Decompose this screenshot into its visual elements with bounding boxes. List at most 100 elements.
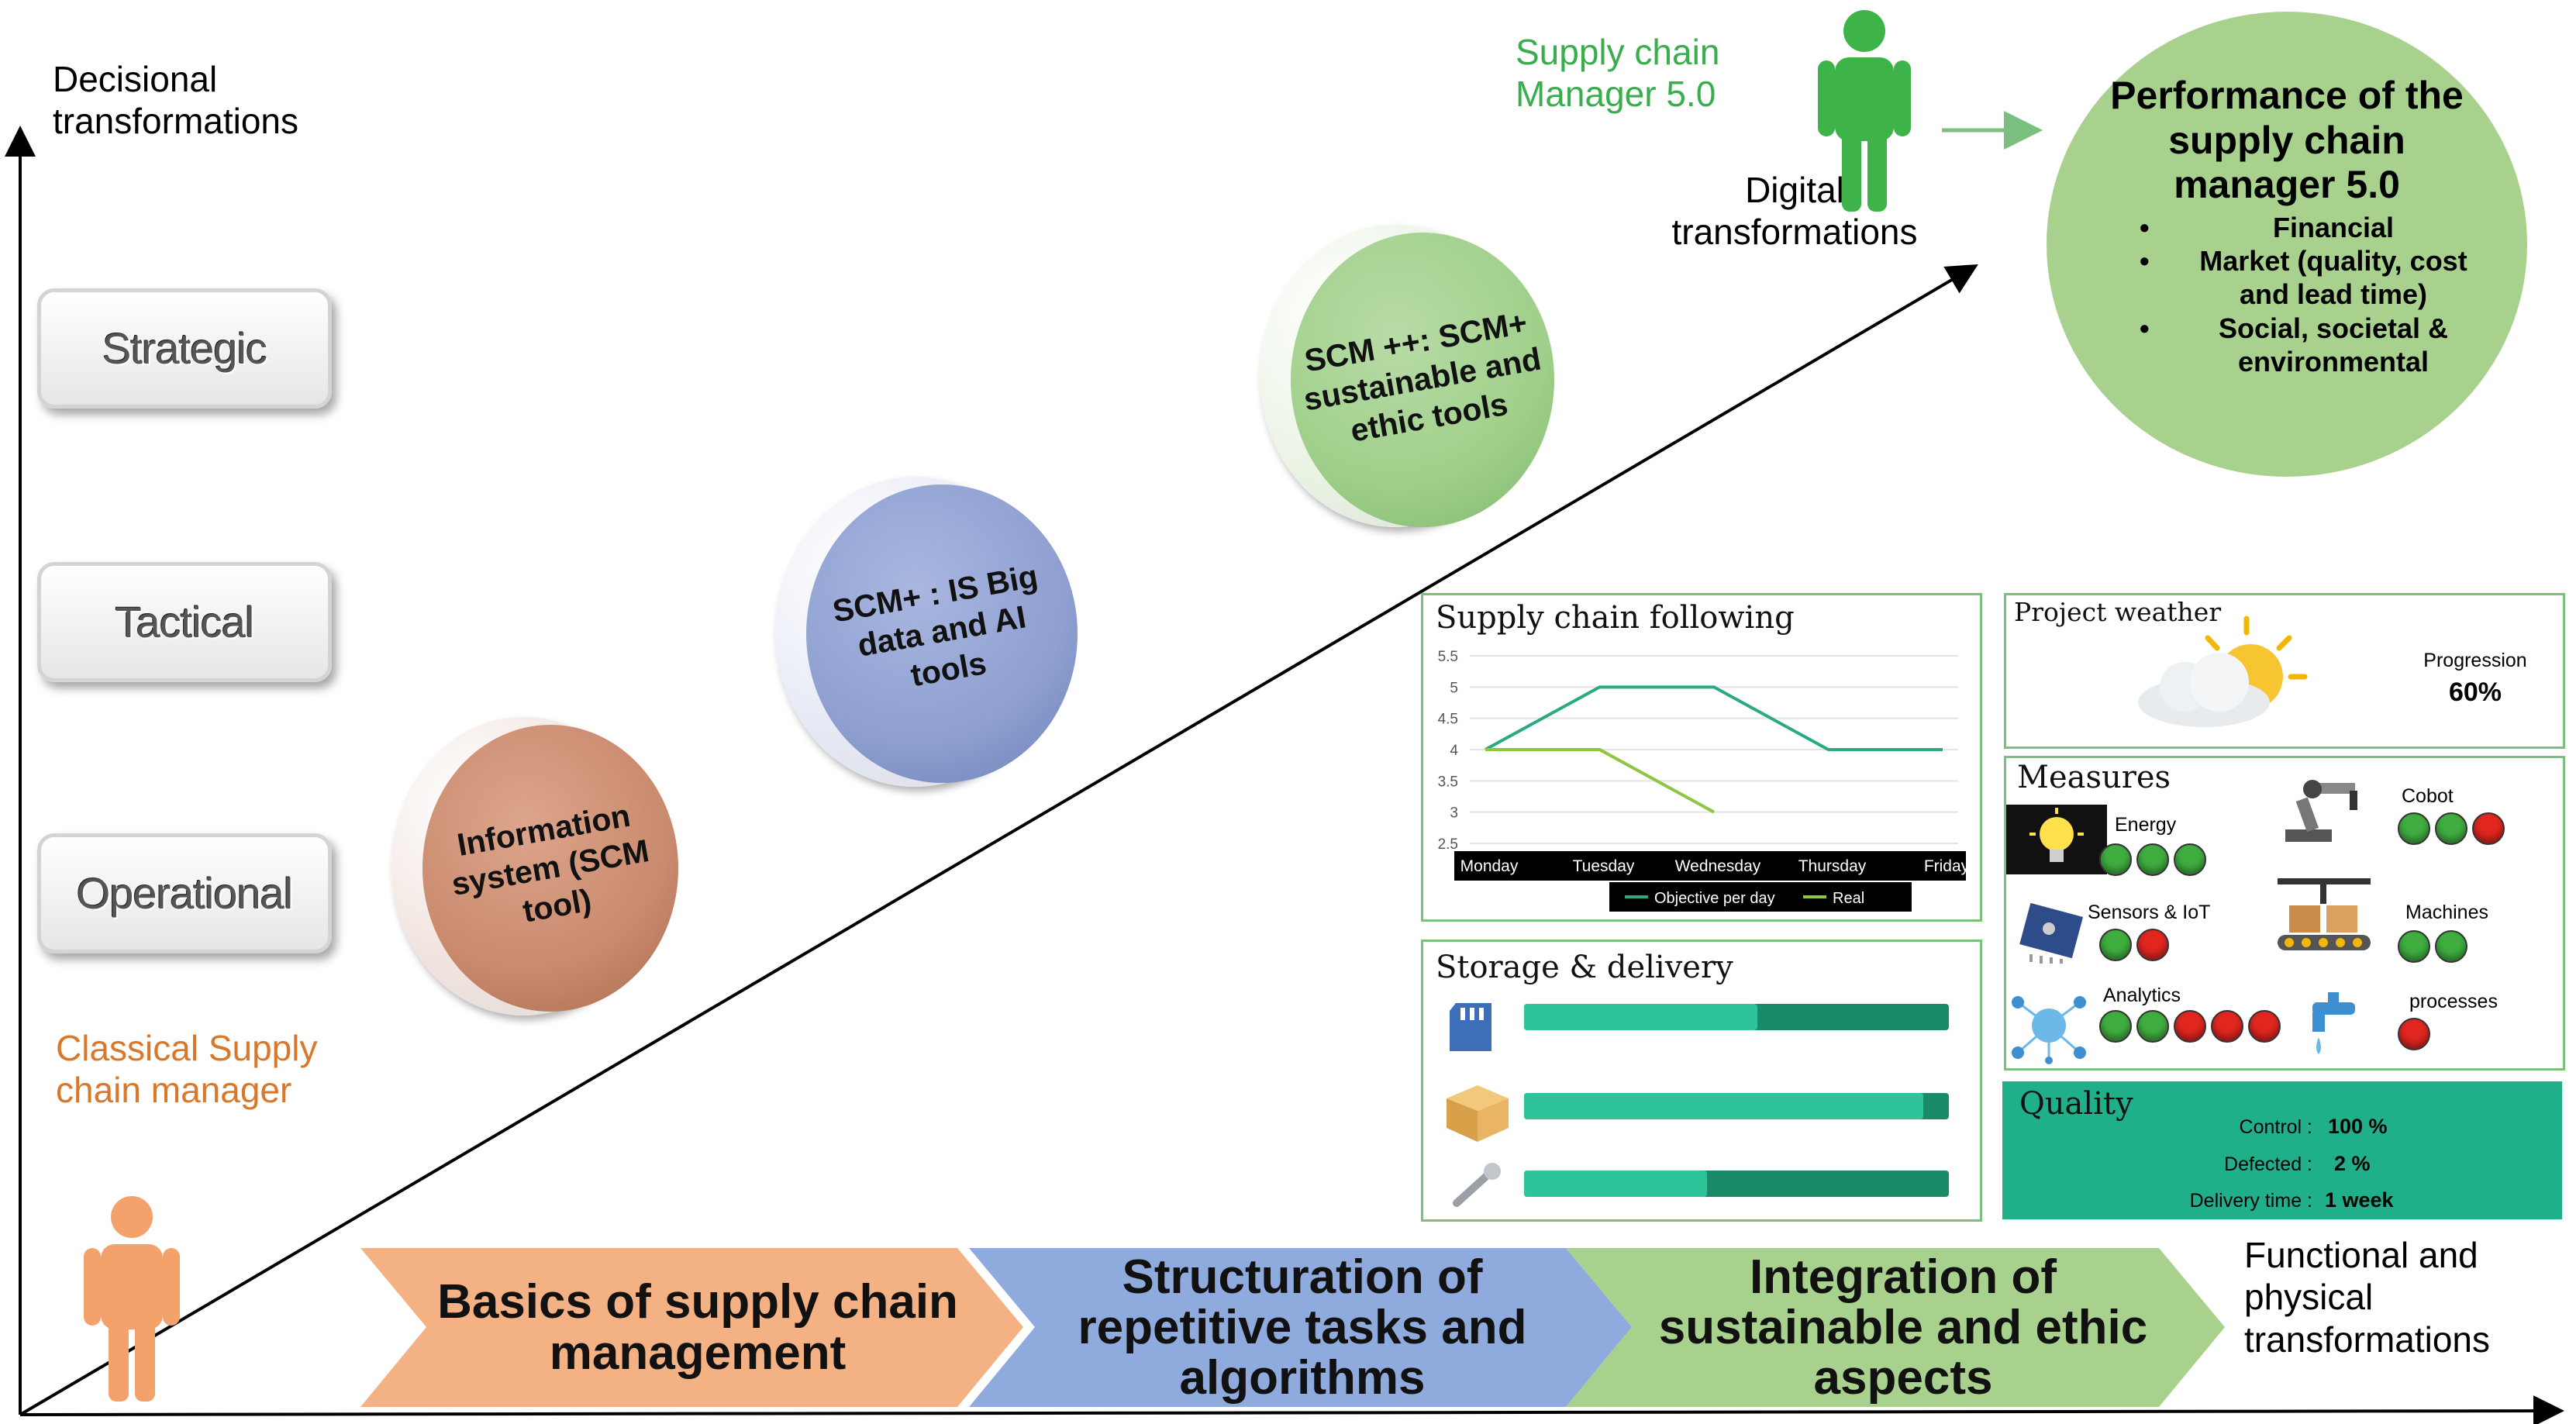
- measure-processes-label: processes: [2409, 991, 2498, 1012]
- legend-label: Objective per day: [1654, 890, 1775, 907]
- status-light: [2136, 1010, 2169, 1043]
- y-tick-label: 2.5: [1438, 836, 1458, 853]
- x-tick-label: Thursday: [1798, 857, 1867, 875]
- y-tick-label: 5: [1450, 680, 1458, 696]
- stage-2-label: Structuration of repetitive tasks and al…: [1078, 1250, 1527, 1405]
- stage-arrow-3: [1566, 1248, 2225, 1407]
- sensor-board-icon: [2019, 902, 2084, 964]
- y-tick-label: 4: [1450, 743, 1458, 759]
- disc-1: [422, 725, 678, 1012]
- status-light: [2398, 1018, 2430, 1050]
- x-tick-label: Wednesday: [1675, 857, 1761, 875]
- status-light: [2435, 812, 2467, 845]
- disc-3: [1291, 233, 1554, 527]
- manager-50-label: Supply chain Manager 5.0: [1516, 32, 1720, 115]
- following-title: Supply chain following: [1436, 600, 1795, 636]
- weather-progress-value: 60%: [2448, 678, 2502, 707]
- status-light: [2398, 812, 2430, 845]
- y-tick-label: 5.5: [1438, 649, 1458, 665]
- horizontal-axis-label: Functional and physical transformations: [2244, 1235, 2491, 1360]
- faucet-icon: [2312, 992, 2355, 1054]
- storage-title: Storage & delivery: [1436, 950, 1733, 985]
- y-tick-label: 3.5: [1438, 774, 1458, 790]
- stage-1-label: Basics of supply chain management: [437, 1275, 958, 1380]
- x-axis-band: [1454, 851, 1966, 881]
- status-light: [2136, 929, 2169, 961]
- robot-arm-icon: [2285, 780, 2357, 842]
- performance-circle: [2047, 12, 2527, 477]
- storage-bar-3: [1524, 1171, 1949, 1197]
- lightbulb-icon: [2006, 805, 2107, 874]
- status-light: [2099, 1010, 2132, 1043]
- quality-control-value: 100 %: [2328, 1115, 2388, 1138]
- measure-machines-lights: [2398, 930, 2472, 963]
- diagonal-axis-label: Digital transformations: [1671, 170, 1918, 253]
- storage-panel: Storage & delivery: [1421, 940, 1982, 1222]
- status-light: [2435, 930, 2467, 963]
- stage-arrow-2: [969, 1248, 1632, 1407]
- quality-control-label: Control :: [2239, 1116, 2312, 1138]
- performance-item: •Market (quality, cost and lead time): [2140, 245, 2467, 311]
- disc-3-label: SCM ++: SCM+ sustainable and ethic tools: [1301, 305, 1544, 449]
- level-strategic: Strategic: [37, 288, 332, 409]
- performance-title: Performance of the supply chain manager …: [2110, 74, 2464, 206]
- box-icon: [1447, 1085, 1509, 1142]
- quality-delivery-label: Delivery time :: [2189, 1190, 2312, 1212]
- storage-bar-2-fill: [1524, 1093, 1924, 1119]
- performance-item: •Financial: [2140, 212, 2395, 243]
- diagonal-axis: [19, 264, 1978, 1416]
- measures-panel: Measures Energy Cobot Sensors & IoT: [2004, 756, 2565, 1071]
- performance-item: •Social, societal & environmental: [2140, 312, 2449, 378]
- x-tick-label: Tuesday: [1573, 857, 1635, 875]
- vertical-axis-label: Decisional transformations: [53, 59, 299, 142]
- measures-title: Measures: [2017, 760, 2171, 795]
- measure-cobot-lights: [2398, 812, 2509, 845]
- status-light: [2136, 843, 2169, 876]
- screw-icon: [1453, 1163, 1501, 1207]
- status-light: [2398, 930, 2430, 963]
- measure-machines-label: Machines: [2405, 902, 2488, 923]
- status-light: [2248, 1010, 2281, 1043]
- storage-bar-3-fill: [1524, 1171, 1707, 1197]
- analytics-network-icon: [2012, 996, 2086, 1064]
- quality-defected-value: 2 %: [2334, 1152, 2371, 1175]
- weather-progress-label: Progression: [2423, 650, 2527, 671]
- stage-3-label: Integration of sustainable and ethic asp…: [1658, 1250, 2148, 1405]
- measure-cobot-label: Cobot: [2402, 785, 2454, 807]
- storage-bar-1-fill: [1524, 1004, 1758, 1030]
- series-line-objective-per-day: [1485, 685, 1943, 751]
- x-tick-label: Monday: [1460, 857, 1519, 875]
- performance-list: •Financial •Market (quality, cost and le…: [2140, 211, 2481, 378]
- partly-sunny-icon: [2138, 615, 2308, 727]
- sd-card-icon: [1450, 1003, 1491, 1051]
- conveyor-machine-icon: [2278, 878, 2371, 950]
- storage-bar-2: [1524, 1093, 1949, 1119]
- level-tactical: Tactical: [37, 562, 332, 682]
- status-light: [2099, 843, 2132, 876]
- legend-band: [1609, 882, 1912, 912]
- status-light: [2099, 929, 2132, 961]
- measure-analytics-lights: [2099, 1010, 2285, 1043]
- x-tick-label: Friday: [1924, 857, 1970, 875]
- stage-arrows: [360, 1248, 2225, 1407]
- status-light: [2472, 812, 2505, 845]
- series-line-real: [1485, 748, 1715, 814]
- classical-manager-label: Classical Supply chain manager: [56, 1028, 318, 1111]
- status-light: [2174, 1010, 2206, 1043]
- horizontal-axis: [19, 1395, 2564, 1424]
- y-tick-label: 4.5: [1438, 712, 1458, 728]
- measure-sensors-label: Sensors & IoT: [2088, 902, 2211, 923]
- measure-processes-lights: [2398, 1018, 2435, 1050]
- disc-1-label: Information system (SCM tool): [449, 797, 652, 929]
- status-light: [2174, 843, 2206, 876]
- weather-panel: Project weather Progression 60%: [2004, 593, 2565, 749]
- level-operational: Operational: [37, 833, 332, 953]
- person-orange-icon: [84, 1196, 180, 1402]
- person-green-icon: [1818, 10, 1911, 212]
- stage-arrow-1: [360, 1248, 1023, 1407]
- legend-label: Real: [1833, 890, 1864, 907]
- storage-bar-1: [1524, 1004, 1949, 1030]
- quality-title: Quality: [2019, 1086, 2133, 1122]
